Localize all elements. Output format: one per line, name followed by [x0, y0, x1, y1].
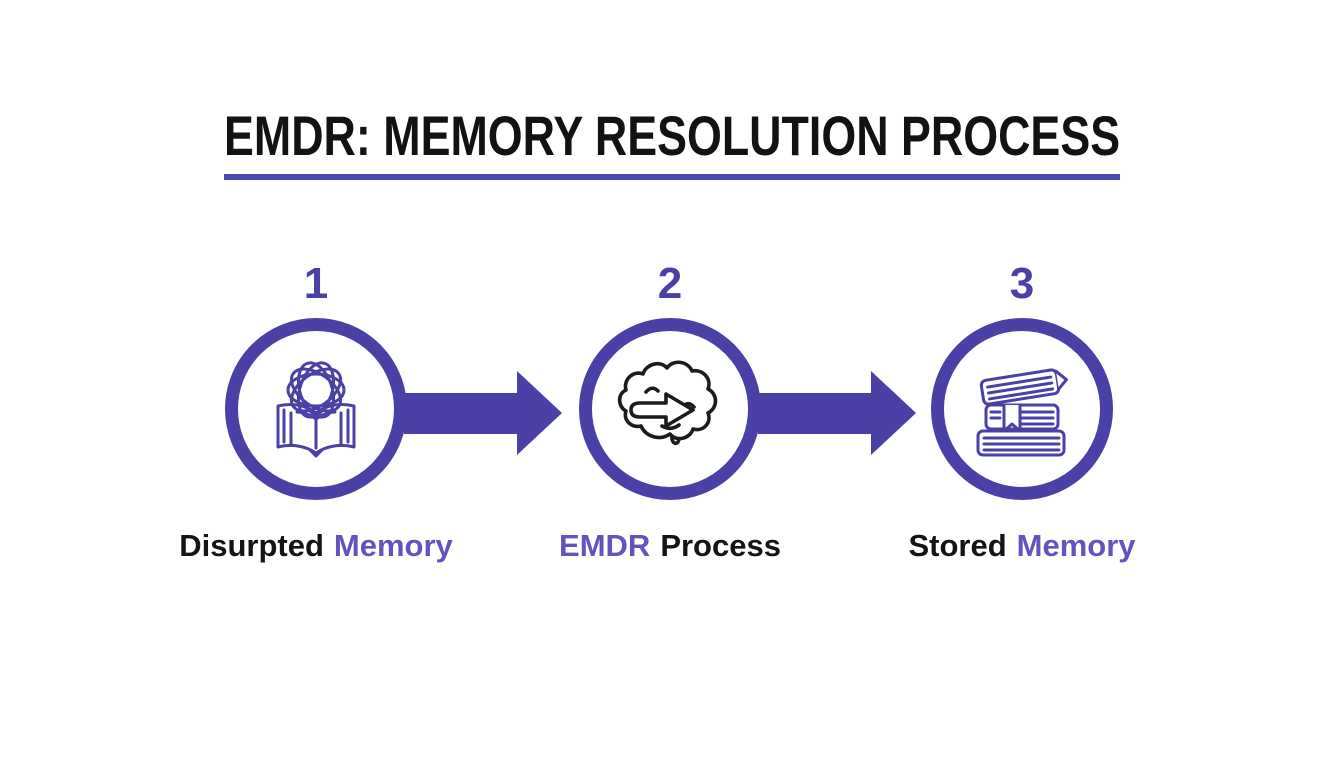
- step-number: 1: [303, 259, 329, 308]
- step-label: EMDR Process: [559, 528, 781, 564]
- brain-reprocessing-arrow-icon: [608, 347, 732, 471]
- step-number: 2: [657, 259, 683, 308]
- step-circle: [225, 318, 407, 500]
- step-label-word: Memory: [333, 528, 453, 563]
- step-number: 3: [1009, 259, 1035, 308]
- step-label-word: Process: [660, 528, 781, 563]
- step-emdr-process: 2 EMDR Process: [520, 262, 820, 564]
- step-label: Disurpted Memory: [179, 528, 453, 564]
- step-circle: [931, 318, 1113, 500]
- step-disrupted-memory: 1: [166, 262, 466, 564]
- step-label-word: Disurpted: [179, 528, 324, 563]
- stacked-books-icon: [960, 347, 1084, 471]
- step-stored-memory: 3: [872, 262, 1172, 564]
- step-label-word: Stored: [908, 528, 1007, 563]
- step-label: Stored Memory: [908, 528, 1135, 564]
- step-circle: [579, 318, 761, 500]
- title-wrap: EMDR: MEMORY RESOLUTION PROCESS: [0, 108, 1344, 180]
- step-label-word: EMDR: [559, 528, 651, 563]
- arrow-right-icon: [404, 371, 562, 455]
- tangled-memory-book-icon: [254, 347, 378, 471]
- arrow-right-icon: [758, 371, 916, 455]
- page-title: EMDR: MEMORY RESOLUTION PROCESS: [223, 108, 1121, 180]
- step-label-word: Memory: [1016, 528, 1136, 563]
